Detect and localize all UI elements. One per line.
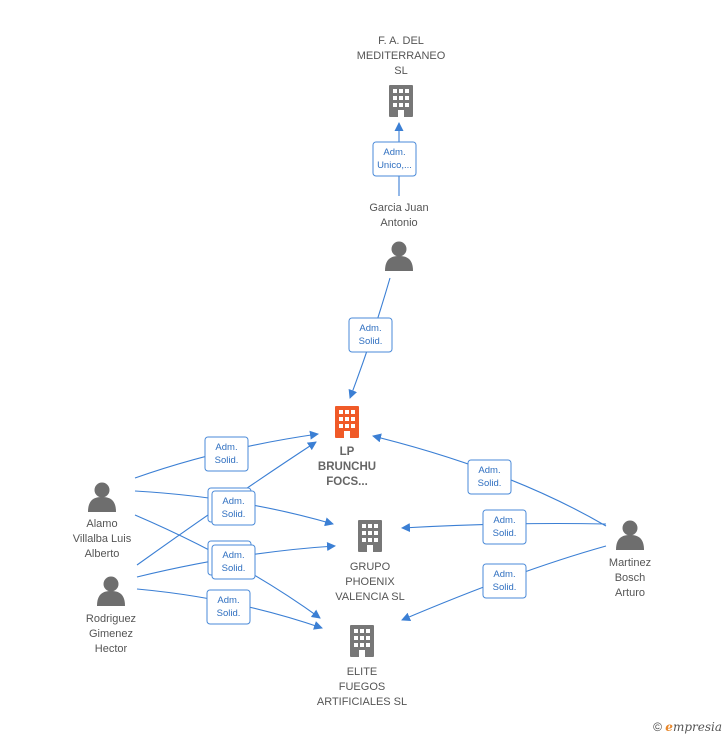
node-label[interactable]: BRUNCHU — [318, 461, 376, 473]
edge-label-text: Adm. — [217, 595, 239, 606]
edge-label-rodriguez-lp[interactable]: Adm. Solid. — [211, 490, 256, 526]
edge-label-text: Solid. — [215, 455, 239, 466]
edge-label-text: Solid. — [493, 582, 517, 593]
edge-label-garcia-fa[interactable]: Adm. Unico,... — [372, 141, 417, 177]
edge-label-box[interactable] — [204, 436, 249, 472]
footer-brand: © empresia — [653, 720, 722, 734]
edge-label-box[interactable] — [206, 589, 251, 625]
edge-label-text: Solid. — [217, 608, 241, 619]
node-label[interactable]: Alberto — [85, 548, 120, 560]
edge-label-box[interactable] — [467, 459, 512, 495]
edge-label-text: Adm. — [222, 496, 244, 507]
node-label[interactable]: F. A. DEL — [378, 35, 424, 47]
person-icon[interactable] — [385, 241, 413, 272]
edge-label-rodriguez-grupo[interactable]: Adm. Solid. — [211, 544, 256, 580]
edge-label-martinez-grupo[interactable]: Adm. Solid. — [482, 509, 527, 545]
edge-label-alamo-lp[interactable]: Adm. Solid. — [204, 436, 249, 472]
node-label[interactable]: MEDITERRANEO — [357, 50, 446, 62]
node-label[interactable]: FOCS... — [326, 476, 368, 488]
edge-label-text: Adm. — [383, 147, 405, 158]
node-label[interactable]: ARTIFICIALES SL — [317, 696, 407, 708]
edge-label-box[interactable] — [348, 317, 393, 353]
edge-label-text: Solid. — [478, 478, 502, 489]
node-label[interactable]: FUEGOS — [339, 681, 385, 693]
node-label[interactable]: Bosch — [615, 572, 646, 584]
edge-label-box[interactable] — [482, 563, 527, 599]
edge-label-text: Adm. — [215, 442, 237, 453]
node-lp[interactable]: LP BRUNCHU FOCS... — [318, 406, 376, 488]
building-icon[interactable] — [350, 625, 374, 657]
node-label[interactable]: Hector — [95, 643, 128, 655]
edge-label-text: Solid. — [222, 563, 246, 574]
edge-label-box[interactable] — [372, 141, 417, 177]
edge-label-text: Solid. — [359, 336, 383, 347]
node-label[interactable]: Antonio — [380, 217, 417, 229]
edge-label-box[interactable] — [211, 544, 256, 580]
main-building-icon[interactable] — [335, 406, 359, 438]
copyright-symbol: © — [653, 720, 662, 734]
node-label[interactable]: Arturo — [615, 587, 645, 599]
person-icon[interactable] — [88, 482, 116, 513]
brand-logo: empresia — [665, 720, 722, 734]
edge-label-martinez-lp[interactable]: Adm. Solid. — [467, 459, 512, 495]
node-label[interactable]: Villalba Luis — [73, 533, 132, 545]
person-icon[interactable] — [616, 520, 644, 551]
edge-label-text: Adm. — [493, 515, 515, 526]
person-icon[interactable] — [97, 576, 125, 607]
node-label[interactable]: VALENCIA SL — [335, 591, 405, 603]
edge-label-box[interactable] — [482, 509, 527, 545]
edge-label-garcia-lp[interactable]: Adm. Solid. — [348, 317, 393, 353]
node-label[interactable]: Garcia Juan — [369, 202, 428, 214]
node-label[interactable]: Gimenez — [89, 628, 133, 640]
node-grupo[interactable]: GRUPO PHOENIX VALENCIA SL — [335, 520, 405, 603]
edge-label-text: Adm. — [493, 569, 515, 580]
building-icon[interactable] — [358, 520, 382, 552]
node-elite[interactable]: ELITE FUEGOS ARTIFICIALES SL — [317, 625, 407, 708]
node-label[interactable]: ELITE — [347, 666, 378, 678]
edge-label-text: Adm. — [359, 323, 381, 334]
building-icon[interactable] — [389, 85, 413, 117]
edge-label-martinez-elite[interactable]: Adm. Solid. — [482, 563, 527, 599]
node-label[interactable]: LP — [340, 446, 355, 458]
node-label[interactable]: Alamo — [86, 518, 117, 530]
node-label[interactable]: GRUPO — [350, 561, 391, 573]
node-fa[interactable]: F. A. DEL MEDITERRANEO SL — [357, 35, 446, 117]
node-label[interactable]: SL — [394, 65, 407, 77]
edge-label-text: Adm. — [478, 465, 500, 476]
edge-label-box[interactable] — [211, 490, 256, 526]
node-label[interactable]: Rodriguez — [86, 613, 136, 625]
edge-label-rodriguez-elite[interactable]: Adm. Solid. — [206, 589, 251, 625]
edge-label-text: Solid. — [222, 509, 246, 520]
edge-label-text: Solid. — [493, 528, 517, 539]
edge-label-text: Adm. — [222, 550, 244, 561]
node-label[interactable]: Martinez — [609, 557, 651, 569]
edge-label-text: Unico,... — [377, 160, 412, 171]
node-label[interactable]: PHOENIX — [345, 576, 395, 588]
